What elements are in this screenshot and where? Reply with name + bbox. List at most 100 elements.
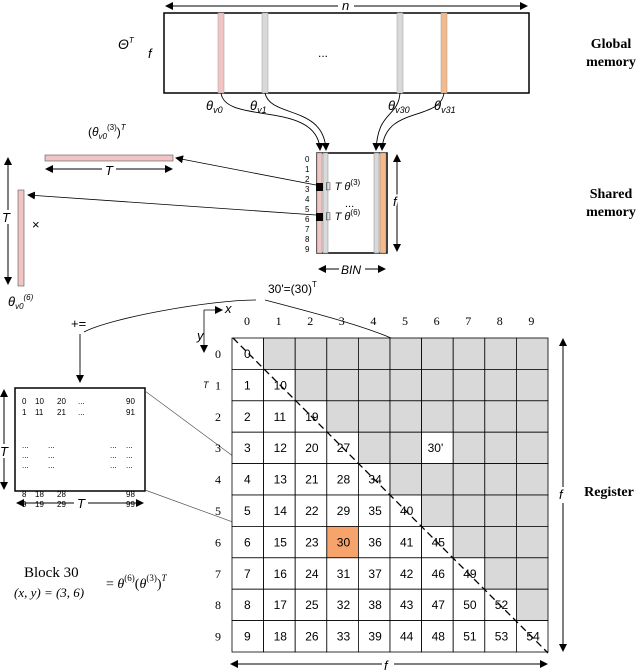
grid-cell — [326, 368, 359, 402]
global-memory: ... n ΘT f θv0 θv1 θv30 θv31 — [118, 0, 530, 115]
column-v0 — [217, 12, 225, 94]
grid-col-header: 1 — [276, 314, 282, 328]
grid-cell-value: 12 — [274, 441, 288, 455]
grid-cell-value: 28 — [337, 473, 351, 487]
block-value: 18 — [35, 490, 44, 499]
grid-cell — [516, 526, 549, 559]
block-value: 29 — [57, 500, 66, 509]
global-ellipsis: ... — [318, 46, 328, 60]
grid-col-header: 9 — [528, 314, 534, 328]
grid-cell — [421, 557, 454, 590]
grid-cell-value: 8 — [244, 598, 251, 612]
grid-cell — [452, 431, 486, 465]
grid-cell — [231, 400, 265, 433]
theta-v1-label: θv1 — [250, 98, 267, 115]
grid-cell-value: 24 — [305, 567, 319, 581]
shared-row-index: 6 — [305, 215, 310, 224]
grid-cell-value: 6 — [244, 535, 251, 549]
grid-row-header: 4 — [215, 473, 221, 487]
shared-column-v30 — [373, 152, 380, 254]
grid-cell — [452, 588, 486, 622]
grid-cell-value: 16 — [274, 567, 288, 581]
grid-row-header: 7 — [215, 567, 221, 581]
bin-label: BIN — [341, 263, 361, 277]
column-v30 — [396, 12, 404, 94]
grid-cell-value: 17 — [274, 598, 288, 612]
grid-row-header: 6 — [215, 535, 221, 549]
grid-row-header: 2 — [215, 410, 221, 424]
grid-cell — [326, 463, 359, 496]
grid-col-header: 2 — [307, 314, 313, 328]
theta-v30-label: θv30 — [388, 98, 410, 115]
block-value: 8 — [22, 490, 27, 499]
block-dots: ... — [110, 441, 117, 450]
grid-cell-value: 20 — [305, 441, 319, 455]
shared-row-index: 7 — [305, 225, 310, 234]
grid-row-header: 0 — [215, 347, 221, 361]
grid-t-label: T — [203, 380, 210, 390]
grid-cell-value: 42 — [400, 567, 414, 581]
block-box — [14, 387, 146, 492]
grid-cell — [484, 400, 517, 433]
grid-cell — [516, 588, 549, 622]
grid-cell — [389, 400, 423, 433]
grid-cell-value: 4 — [244, 473, 251, 487]
grid-cell — [231, 557, 265, 590]
grid-col-header: 0 — [244, 314, 250, 328]
grid-cell — [389, 526, 423, 559]
grid-cell-value: 33 — [337, 630, 351, 644]
grid-cell-value: 32 — [337, 598, 351, 612]
grid-col-header: 6 — [434, 314, 440, 328]
grid-cell-value: 11 — [274, 410, 287, 424]
shared-row-index: 5 — [305, 205, 310, 214]
shared-f-label: f — [393, 194, 398, 209]
grid-cell — [421, 368, 454, 402]
global-memory-label-line2: memory — [586, 55, 636, 70]
block-caption: Block 30 — [24, 565, 79, 581]
grid-cell-value: 13 — [274, 473, 288, 487]
shared-row-index: 0 — [305, 155, 310, 164]
grid-row-header: 1 — [215, 378, 221, 392]
grid-cell — [294, 620, 328, 653]
block-dots: ... — [22, 441, 29, 450]
block-value: 11 — [35, 408, 44, 417]
grid-cell-value: 39 — [368, 630, 382, 644]
grid-cell — [484, 526, 517, 559]
plus-equals: += — [71, 316, 86, 331]
grid-cell-value: 47 — [432, 598, 446, 612]
grid-cell-value: 41 — [400, 535, 414, 549]
theta-v31-label: θv31 — [434, 98, 456, 115]
grid-cell — [389, 368, 423, 402]
grid-cell — [516, 337, 549, 370]
col-vector — [17, 189, 25, 287]
grid-cell — [263, 463, 296, 496]
grid-cell — [263, 337, 296, 370]
grid-cell-value: 45 — [432, 535, 446, 549]
grid-cell-value: 31 — [337, 567, 351, 581]
block-dots: ... — [126, 441, 133, 450]
grid-cell-value: 46 — [432, 567, 446, 581]
diagonal-line — [232, 337, 549, 654]
shared-row-index: 9 — [305, 245, 310, 254]
shared-row-index: 1 — [305, 165, 310, 174]
grid-cell — [389, 431, 423, 465]
grid-row-header: 5 — [215, 504, 221, 518]
grid-row-header: 3 — [215, 441, 221, 455]
grid-cell-value: 2 — [244, 410, 251, 424]
grid-cell — [263, 494, 296, 527]
global-f-label: f — [148, 46, 153, 61]
grid-cell — [357, 620, 391, 653]
grid-cell — [326, 588, 359, 622]
grid-cell — [484, 463, 517, 496]
register-grid: 0110211193122027413212834514222935406152… — [196, 301, 571, 672]
shared-row-index: 3 — [305, 185, 310, 194]
shared-ellipsis: ... — [345, 198, 354, 210]
row-vector-label: (θv0(3))T — [88, 123, 127, 141]
grid-cell — [326, 526, 359, 559]
grid-cell — [516, 557, 549, 590]
block-value: 9 — [22, 500, 27, 509]
grid-cell — [357, 494, 391, 527]
grid-cell-value: 23 — [305, 535, 319, 549]
grid-cell-value: 9 — [244, 630, 251, 644]
